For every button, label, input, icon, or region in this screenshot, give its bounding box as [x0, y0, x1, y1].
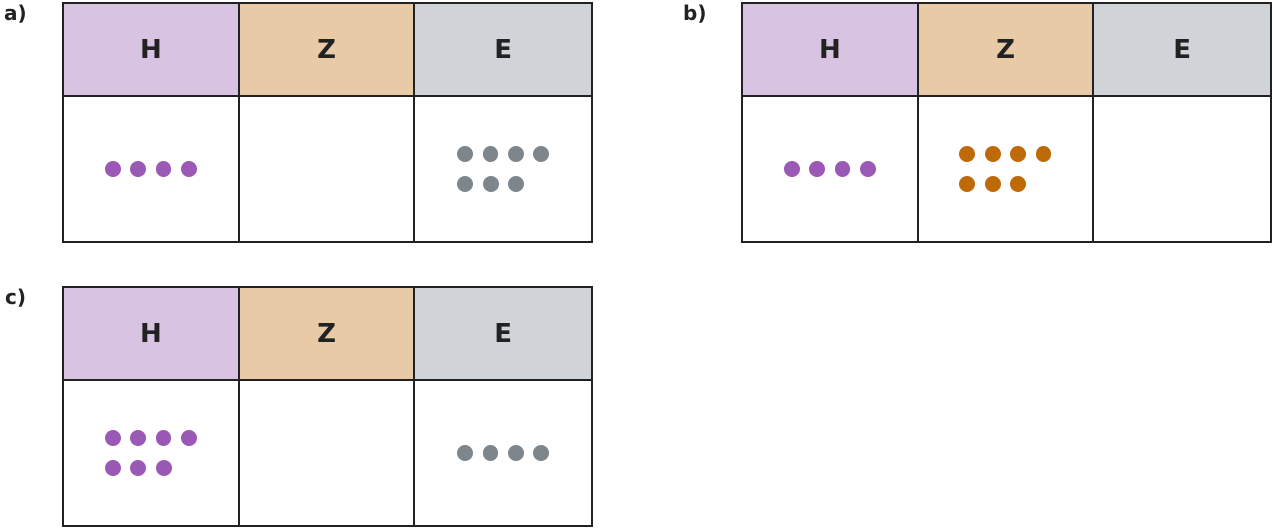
dot-row	[457, 176, 549, 192]
cell-h	[64, 381, 240, 525]
particle-dot	[155, 161, 172, 177]
header-e: E	[1094, 4, 1270, 97]
particle-dot	[130, 460, 147, 476]
particle-dot	[507, 445, 524, 461]
particle-dot	[859, 161, 876, 177]
header-z: Z	[918, 4, 1095, 97]
particle-dot	[457, 146, 474, 162]
particle-dot	[104, 161, 121, 177]
dot-row	[959, 146, 1052, 162]
particle-dot	[1010, 176, 1027, 192]
particle-dot	[834, 161, 851, 177]
particle-dot	[180, 430, 197, 446]
panel-a-table: H Z E	[62, 2, 593, 243]
dot-row	[457, 146, 550, 162]
dot-row	[104, 161, 197, 177]
particle-dot	[104, 430, 121, 446]
particle-dot	[104, 460, 121, 476]
cell-h	[64, 97, 240, 241]
particle-dot	[482, 176, 499, 192]
panel-label-b: b)	[683, 1, 707, 25]
cell-e	[415, 97, 591, 241]
cell-h	[743, 97, 919, 241]
particle-dot	[1010, 146, 1027, 162]
dot-row	[104, 460, 197, 476]
header-z: Z	[239, 288, 416, 381]
particle-dot	[507, 146, 524, 162]
header-h: H	[64, 288, 240, 381]
header-e: E	[415, 4, 591, 97]
particle-dot	[155, 430, 172, 446]
particle-dot	[809, 161, 826, 177]
header-h: H	[64, 4, 240, 97]
header-z: Z	[239, 4, 416, 97]
particle-dot	[959, 176, 976, 192]
particle-dot	[180, 161, 197, 177]
cell-e	[1094, 97, 1270, 241]
header-h: H	[743, 4, 919, 97]
particle-dot	[130, 161, 147, 177]
cell-e	[415, 381, 591, 525]
header-e: E	[415, 288, 591, 381]
particle-dot	[959, 146, 976, 162]
particle-dot	[457, 445, 474, 461]
cell-z	[240, 381, 416, 525]
dot-row	[104, 430, 197, 446]
dot-row	[959, 176, 1051, 192]
panel-c-table: H Z E	[62, 286, 593, 527]
panel-label-a: a)	[4, 1, 27, 25]
cell-z	[919, 97, 1095, 241]
particle-dot	[533, 146, 550, 162]
particle-dot	[984, 176, 1001, 192]
particle-dot	[482, 146, 499, 162]
particle-dot	[984, 146, 1001, 162]
particle-dot	[1035, 146, 1052, 162]
panel-b-table: H Z E	[741, 2, 1272, 243]
particle-dot	[783, 161, 800, 177]
dot-row	[783, 161, 876, 177]
particle-dot	[533, 445, 550, 461]
particle-dot	[130, 430, 147, 446]
panel-label-c: c)	[5, 285, 26, 309]
particle-dot	[155, 460, 172, 476]
particle-dot	[508, 176, 525, 192]
cell-z	[240, 97, 416, 241]
particle-dot	[482, 445, 499, 461]
particle-dot	[457, 176, 474, 192]
dot-row	[457, 445, 550, 461]
